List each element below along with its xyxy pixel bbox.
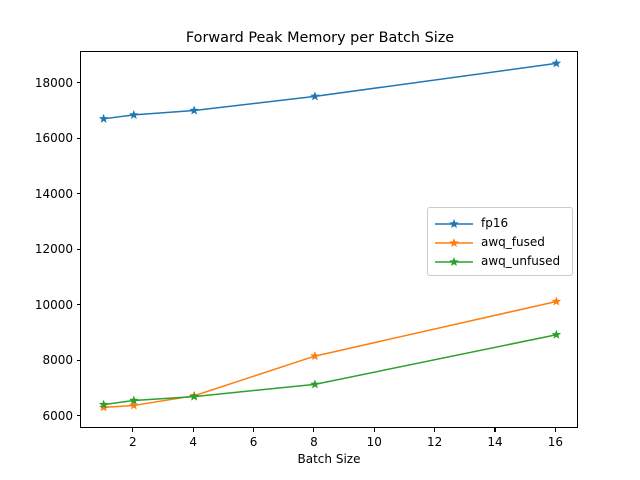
legend-swatch-icon [434,216,474,230]
series-awq_fused [98,296,562,412]
legend-item-awq_fused[interactable]: awq_fused [434,232,566,251]
series-fp16 [98,58,562,123]
data-point-marker [310,379,320,389]
data-point-marker [551,329,562,339]
legend-label: awq_fused [481,234,545,249]
data-point-marker [98,399,109,409]
x-axis-tick-label: 6 [249,435,258,449]
series-line [102,62,558,120]
x-axis-tick-label: 10 [366,435,382,449]
y-axis-tick-label: 14000 [34,186,73,201]
y-axis-tick-label: 10000 [34,297,73,312]
legend-swatch-icon [434,235,474,249]
y-axis-tick-label: 18000 [34,75,73,90]
x-axis-tick-label: 12 [426,435,443,449]
series-awq_unfused [98,329,562,409]
data-point-marker [189,105,199,115]
data-point-marker [129,395,139,405]
x-axis-tick-label: 2 [128,435,137,449]
x-axis-tick-label: 14 [487,435,503,449]
y-axis-tick-label: 6000 [42,408,73,423]
data-point-marker [189,391,199,401]
x-axis-label: Batch Size [297,452,361,466]
x-axis-tick-label: 16 [547,435,563,449]
legend-item-fp16[interactable]: fp16 [434,213,566,232]
chart-title: Forward Peak Memory per Batch Size [185,30,455,46]
plot-lines-svg [98,58,562,412]
data-point-marker [310,91,320,101]
data-point-marker [129,109,139,119]
y-axis-tick-label: 12000 [34,242,73,257]
legend-label: awq_unfused [481,253,561,268]
series-line [102,334,558,406]
data-point-marker [98,113,109,123]
data-point-marker [551,296,562,306]
x-axis-tick-label: 4 [189,435,197,449]
y-axis-tick-label: 8000 [42,353,73,368]
data-point-marker [129,400,139,410]
legend[interactable]: fp16 awq_fused awq_unfused [427,207,573,276]
series-line [102,300,558,409]
data-point-marker [310,351,320,361]
x-axis-tick-label: 8 [310,435,318,449]
legend-label: fp16 [481,215,509,230]
legend-item-awq_unfused[interactable]: awq_unfused [434,251,566,270]
data-point-marker [551,58,562,68]
data-point-marker [98,402,109,412]
legend-swatch-icon [434,254,474,268]
y-axis-tick-label: 16000 [34,131,73,146]
